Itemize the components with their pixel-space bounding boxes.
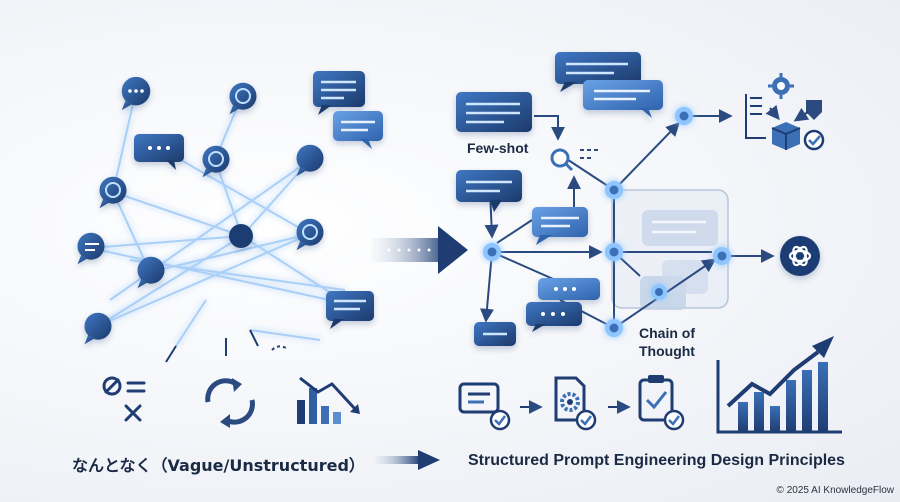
speech-bubble-icon xyxy=(121,76,151,111)
speech-bubble-icon xyxy=(77,232,105,265)
network-node xyxy=(229,224,253,248)
form-check-icon xyxy=(458,382,511,431)
copyright-text: © 2025 AI KnowledgeFlow xyxy=(776,485,894,496)
speech-bubble-icon xyxy=(583,80,663,118)
speech-bubble-icon xyxy=(313,71,365,115)
chain-of-thought-line1: Chain of xyxy=(639,325,695,341)
vague-caption: なんとなく（Vague/Unstructured） xyxy=(72,456,365,475)
speech-bubble-icon xyxy=(532,207,588,245)
speech-bubble-icon xyxy=(137,256,165,289)
speech-bubble-icon xyxy=(202,145,230,178)
cot-card xyxy=(642,210,718,246)
speech-bubble-icon xyxy=(333,111,383,149)
chain-of-thought-line2: Thought xyxy=(639,343,695,359)
speech-bubble-icon xyxy=(456,170,522,212)
speech-bubble-icon xyxy=(326,291,374,329)
cycle-arrows-icon xyxy=(205,378,255,428)
speech-bubble-icon xyxy=(296,144,324,177)
prohibited-list-icon xyxy=(102,376,146,422)
speech-bubble-icon xyxy=(99,176,127,209)
few-shot-label: Few-shot xyxy=(467,140,529,156)
chain-of-thought-label: Chain of Thought xyxy=(639,324,695,360)
speech-bubble-icon xyxy=(474,322,516,346)
cot-card xyxy=(662,260,708,294)
speech-bubble-icon xyxy=(134,134,184,170)
declining-chart-icon xyxy=(297,376,360,424)
speech-bubble-icon xyxy=(84,312,112,345)
tangled-network xyxy=(77,71,383,363)
structured-flow xyxy=(456,52,825,346)
tangled-links xyxy=(89,94,349,347)
speech-bubble-icon xyxy=(229,82,257,115)
gear-document-check-icon xyxy=(554,376,597,431)
speech-bubble-icon xyxy=(456,92,532,132)
rising-chart-icon xyxy=(716,336,842,434)
structured-caption: Structured Prompt Engineering Design Pri… xyxy=(468,452,845,469)
speech-bubble-icon xyxy=(538,278,600,300)
clipboard-check-icon xyxy=(638,375,685,431)
speech-bubble-icon xyxy=(555,52,641,92)
workflow-icon xyxy=(745,73,825,151)
speech-bubble-icon xyxy=(526,302,582,332)
speech-bubble-icon xyxy=(296,218,324,251)
transition-arrow xyxy=(372,226,468,274)
ai-logo-icon xyxy=(780,236,820,276)
caption-arrow xyxy=(374,450,440,470)
search-node-icon xyxy=(550,148,574,172)
